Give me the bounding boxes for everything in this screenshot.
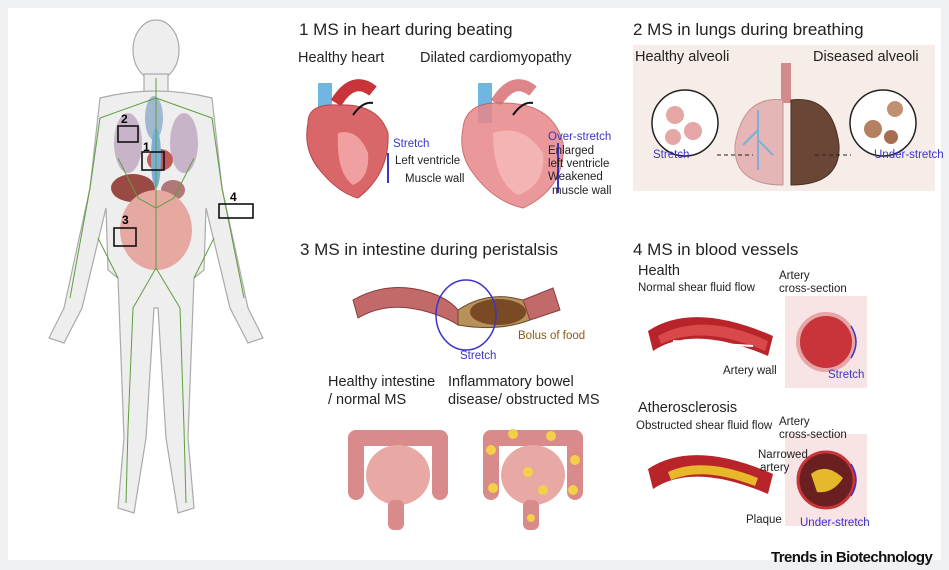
p4-artery2-label: Artery — [779, 416, 810, 429]
p3-stretch-label: Stretch — [460, 350, 496, 363]
p1-stretch-label: Stretch — [393, 138, 429, 151]
p4-narrowed-label: Narrowed — [758, 449, 808, 462]
healthy-intestine — [348, 430, 448, 530]
ibd-intestine — [483, 429, 583, 530]
p4-obstructed-flow-label: Obstructed shear fluid flow — [636, 420, 772, 433]
journal-brand: Trends in Biotechnology — [771, 549, 932, 566]
ibd-line2: disease/ obstructed MS — [448, 392, 600, 408]
p4-artery-wall-label: Artery wall — [723, 365, 777, 378]
lung-illustration — [633, 45, 935, 191]
p1-muscle-wall-label: Muscle wall — [405, 173, 464, 186]
diseased-vessel — [648, 434, 867, 526]
p4-stretch-label: Stretch — [828, 369, 864, 382]
intestine-comparison-illustration — [338, 420, 598, 540]
healthy-intestine-line2: / normal MS — [328, 392, 406, 408]
box-label-1: 1 — [143, 140, 150, 154]
figure-canvas: 1 2 3 4 1 MS in heart during beating Hea… — [8, 8, 941, 560]
p1-enlarged-label: Enlarged — [548, 145, 594, 158]
p1-left-ventricle-label: Left ventricle — [395, 155, 460, 168]
panel3-title: 3 MS in intestine during peristalsis — [300, 240, 558, 260]
panel1-title: 1 MS in heart during beating — [299, 20, 513, 40]
human-body-illustration: 1 2 3 4 — [8, 8, 298, 560]
panel2-title: 2 MS in lungs during breathing — [633, 20, 864, 40]
p4-artery-word-label: artery — [760, 462, 789, 475]
peristalsis-illustration — [348, 270, 588, 360]
p1-weakened-wall-label: muscle wall — [552, 185, 611, 198]
healthy-heart-title: Healthy heart — [298, 50, 384, 66]
healthy-intestine-line1: Healthy intestine — [328, 374, 435, 390]
p4-health-title: Health — [638, 263, 680, 279]
p4-cross1-label: cross-section — [779, 283, 847, 296]
p4-plaque-label: Plaque — [746, 514, 782, 527]
panel4-title: 4 MS in blood vessels — [633, 240, 798, 260]
p1-over-stretch-label: Over-stretch — [548, 131, 611, 144]
p2-stretch-label: Stretch — [653, 149, 689, 162]
p1-weakened-label: Weakened — [548, 171, 603, 184]
p4-athero-title: Atherosclerosis — [638, 400, 737, 416]
p3-bolus-label: Bolus of food — [518, 330, 585, 343]
ibd-line1: Inflammatory bowel — [448, 374, 574, 390]
p4-under-stretch-label: Under-stretch — [800, 517, 870, 530]
box-label-2: 2 — [121, 112, 128, 126]
p2-under-stretch-label: Under-stretch — [874, 149, 944, 162]
vessel-illustrations — [633, 296, 873, 536]
box-label-3: 3 — [122, 213, 129, 227]
dilated-heart-title: Dilated cardiomyopathy — [420, 50, 572, 66]
p1-enlarged-lv-label: left ventricle — [548, 158, 609, 171]
box-label-4: 4 — [230, 190, 237, 204]
p4-normal-flow-label: Normal shear fluid flow — [638, 282, 755, 295]
healthy-heart — [307, 83, 388, 198]
p4-artery1-label: Artery — [779, 270, 810, 283]
p4-cross2-label: cross-section — [779, 429, 847, 442]
